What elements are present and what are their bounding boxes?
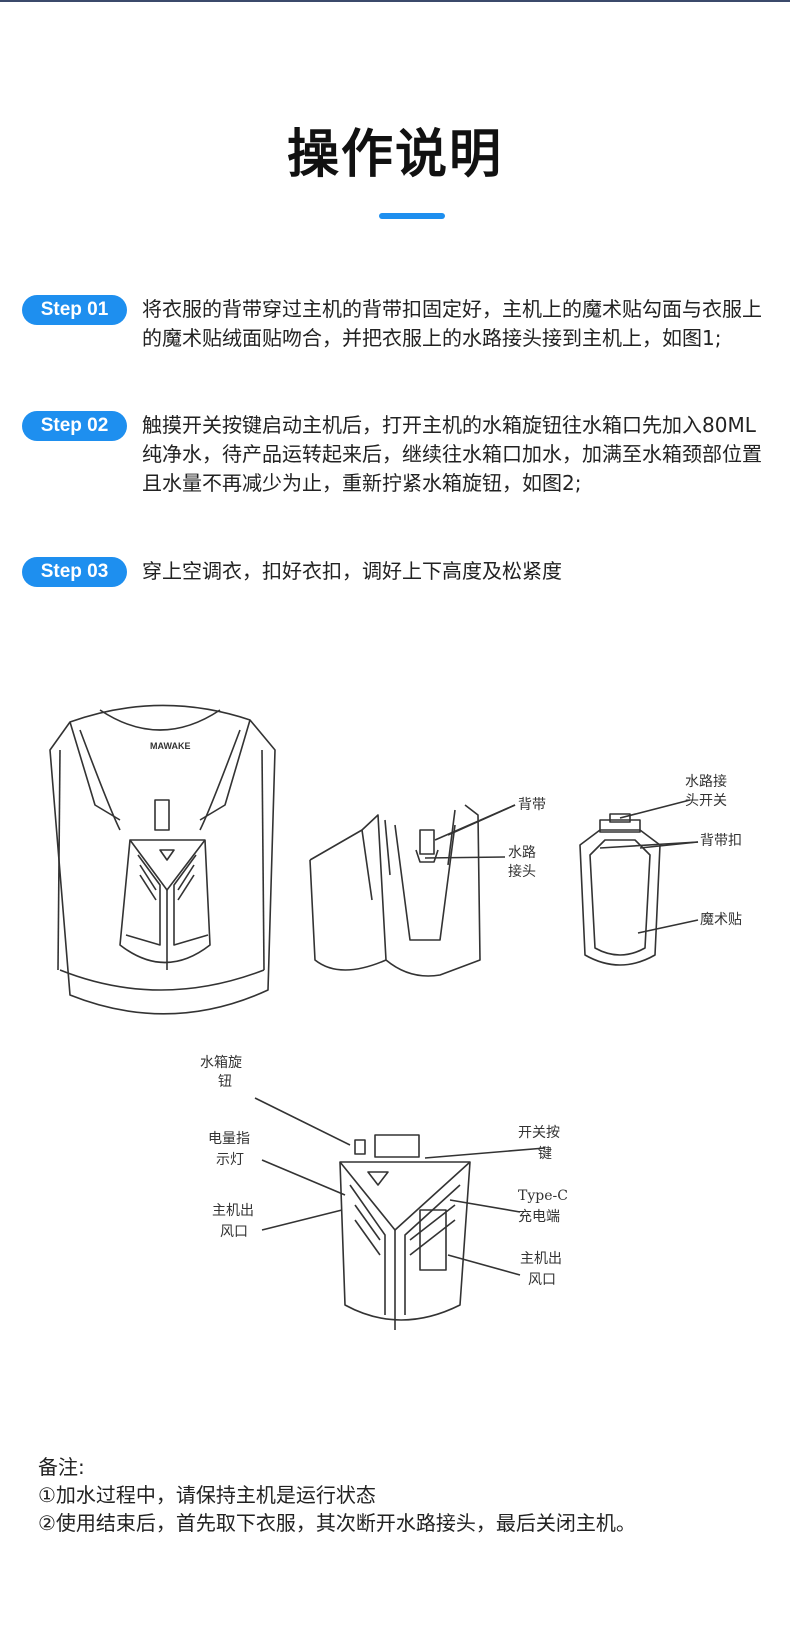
- note-item-2: ②使用结束后，首先取下衣服，其次断开水路接头，最后关闭主机。: [38, 1511, 636, 1535]
- label-typec-1: Type-C: [518, 1188, 568, 1204]
- step-badge-02: Step 02: [22, 411, 127, 441]
- label-water-joint-2: 接头: [508, 863, 536, 880]
- label-strap: 背带: [518, 797, 546, 813]
- label-typec-2: 充电端: [518, 1209, 560, 1225]
- host-back-illustration: [579, 799, 699, 966]
- notes-heading: 备注:: [38, 1455, 85, 1479]
- label-outlet-right-2: 风口: [528, 1272, 556, 1288]
- label-power-button-2: 键: [538, 1146, 552, 1162]
- label-tank-knob-1: 水箱旋: [200, 1055, 242, 1071]
- label-outlet-left-1: 主机出: [212, 1203, 254, 1219]
- step-badge-01: Step 01: [22, 295, 127, 325]
- note-item-1: ①加水过程中，请保持主机是运行状态: [38, 1483, 376, 1507]
- step-text-03: 穿上空调衣，扣好衣扣，调好上下高度及松紧度: [142, 559, 562, 583]
- label-water-joint-1: 水路: [508, 845, 536, 861]
- vest-back-illustration: [309, 804, 516, 977]
- label-velcro: 魔术贴: [700, 912, 742, 928]
- page-title: 操作说明: [286, 125, 503, 185]
- brand-logo-text: MAWAKE: [150, 741, 191, 751]
- vest-with-host-illustration: MAWAKE: [49, 704, 276, 1015]
- step-badge-03: Step 03: [22, 557, 127, 587]
- host-front-illustration: [254, 1097, 546, 1330]
- notes: 备注: ①加水过程中，请保持主机是运行状态 ②使用结束后，首先取下衣服，其次断开…: [38, 1453, 778, 1537]
- step-text-01: 将衣服的背带穿过主机的背带扣固定好，主机上的魔术贴勾面与衣服上的魔术贴绒面贴吻合…: [142, 297, 762, 350]
- label-battery-light-1: 电量指: [208, 1131, 250, 1147]
- title-underline: [379, 213, 445, 219]
- label-outlet-left-2: 风口: [220, 1224, 248, 1240]
- step-text-02: 触摸开关按键启动主机后，打开主机的水箱旋钮往水箱口先加入80ML纯净水，待产品运…: [142, 413, 762, 495]
- label-battery-light-2: 示灯: [216, 1152, 244, 1168]
- top-border: [0, 0, 790, 2]
- label-strap-buckle: 背带扣: [700, 833, 742, 849]
- illustrations: MAWAKE 背带 水路 接头 水路接 头开关 背: [0, 690, 790, 1390]
- label-outlet-right-1: 主机出: [520, 1251, 562, 1267]
- label-water-switch-2: 头开关: [685, 793, 727, 809]
- label-water-switch-1: 水路接: [685, 773, 727, 790]
- label-power-button-1: 开关按: [518, 1125, 560, 1141]
- label-tank-knob-2: 钮: [218, 1074, 232, 1090]
